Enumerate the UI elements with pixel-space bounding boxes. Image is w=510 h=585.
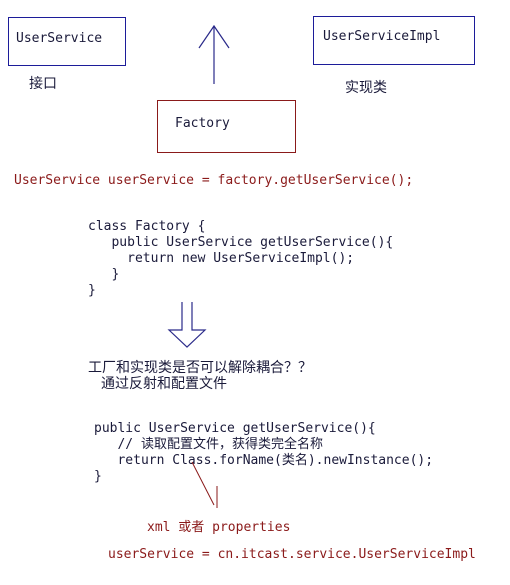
factory-code-line-1: class Factory { xyxy=(88,219,206,234)
factory-code-line-3: return new UserServiceImpl(); xyxy=(88,251,355,266)
reflect-code-line-3: return Class.forName(类名).newInstance(); xyxy=(94,453,434,468)
config-mapping-line: userService = cn.itcast.service.UserServ… xyxy=(108,547,476,562)
user-service-box: UserService xyxy=(8,17,126,66)
reflect-code-line-4: } xyxy=(94,469,102,484)
up-arrow-icon xyxy=(198,24,230,84)
usage-code-line: UserService userService = factory.getUse… xyxy=(14,173,414,188)
reflection-config-answer: 通过反射和配置文件 xyxy=(101,376,227,392)
pointer-line-icon xyxy=(191,461,218,508)
user-service-label: UserService xyxy=(16,31,103,46)
user-service-impl-label: UserServiceImpl xyxy=(323,29,441,44)
reflect-code-line-1: public UserService getUserService(){ xyxy=(94,421,376,436)
config-formats-note: xml 或者 properties xyxy=(147,520,291,535)
impl-class-label: 实现类 xyxy=(345,80,387,96)
interface-label: 接口 xyxy=(29,76,57,92)
factory-box: Factory xyxy=(157,100,296,153)
factory-code-line-4: } xyxy=(88,267,120,282)
factory-label: Factory xyxy=(175,116,230,131)
reflect-code-line-2: // 读取配置文件，获得类完全名称 xyxy=(94,437,323,452)
user-service-impl-box: UserServiceImpl xyxy=(313,16,475,65)
factory-code-line-2: public UserService getUserService(){ xyxy=(88,235,394,250)
factory-code-line-5: } xyxy=(88,283,96,298)
decoupling-question: 工厂和实现类是否可以解除耦合？？ xyxy=(88,360,312,376)
down-arrow-icon xyxy=(167,302,207,348)
